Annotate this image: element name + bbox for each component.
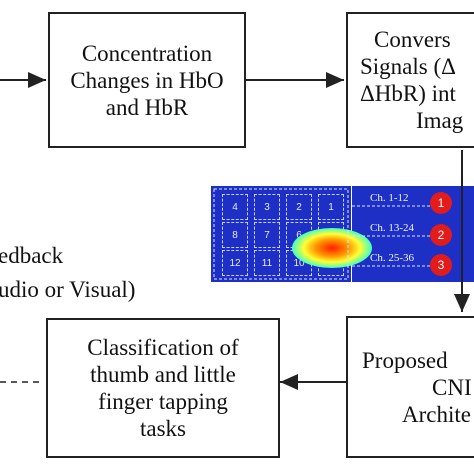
channel-marker-2: 2 — [430, 224, 452, 246]
proposed-box: Proposed CNI Archite — [346, 316, 474, 458]
classification-line-3: finger tapping — [98, 389, 228, 414]
conversion-line-1: Convers — [374, 27, 451, 52]
concentration-line-3: and HbR — [105, 94, 189, 120]
grid-cell-4: 4 — [222, 194, 248, 220]
classification-line-2: thumb and little — [90, 362, 236, 387]
feedback-line-1: edback — [0, 243, 64, 268]
grid-cell-7: 7 — [254, 222, 280, 248]
grid-cell-8: 8 — [222, 222, 248, 248]
channel-marker-3: 3 — [430, 254, 452, 276]
grid-cell-3: 3 — [254, 194, 280, 220]
proposed-line-3: Archite — [402, 401, 471, 427]
classification-line-1: Classification of — [87, 335, 239, 360]
grid-cell-2: 2 — [286, 194, 312, 220]
channel-label-3: Ch. 25-36 — [370, 252, 414, 264]
conversion-line-2: Signals (Δ — [360, 54, 456, 79]
grid-cell-1: 1 — [318, 194, 344, 220]
channel-label-2: Ch. 13-24 — [370, 222, 414, 234]
grid-cell-11: 11 — [254, 250, 280, 276]
classification-box: Classification of thumb and little finge… — [46, 318, 280, 458]
conversion-line-3: ΔHbR) int — [360, 81, 456, 106]
channel-label-1: Ch. 1-12 — [370, 192, 409, 204]
grid-cell-12: 12 — [222, 250, 248, 276]
concentration-box: Concentration Changes in HbO and HbR — [48, 12, 246, 148]
proposed-line-2: CNI — [432, 374, 472, 400]
classification-line-4: tasks — [140, 416, 186, 441]
concentration-line-1: Concentration — [81, 40, 213, 66]
concentration-line-2: Changes in HbO — [70, 67, 224, 93]
conversion-line-4: Imag — [416, 108, 464, 133]
activation-heatspot — [292, 228, 372, 268]
channel-marker-1: 1 — [430, 192, 452, 214]
conversion-box: Convers Signals (Δ ΔHbR) int Imag — [346, 12, 474, 148]
feedback-line-2: udio or Visual) — [0, 277, 136, 302]
proposed-line-1: Proposed — [362, 347, 448, 373]
